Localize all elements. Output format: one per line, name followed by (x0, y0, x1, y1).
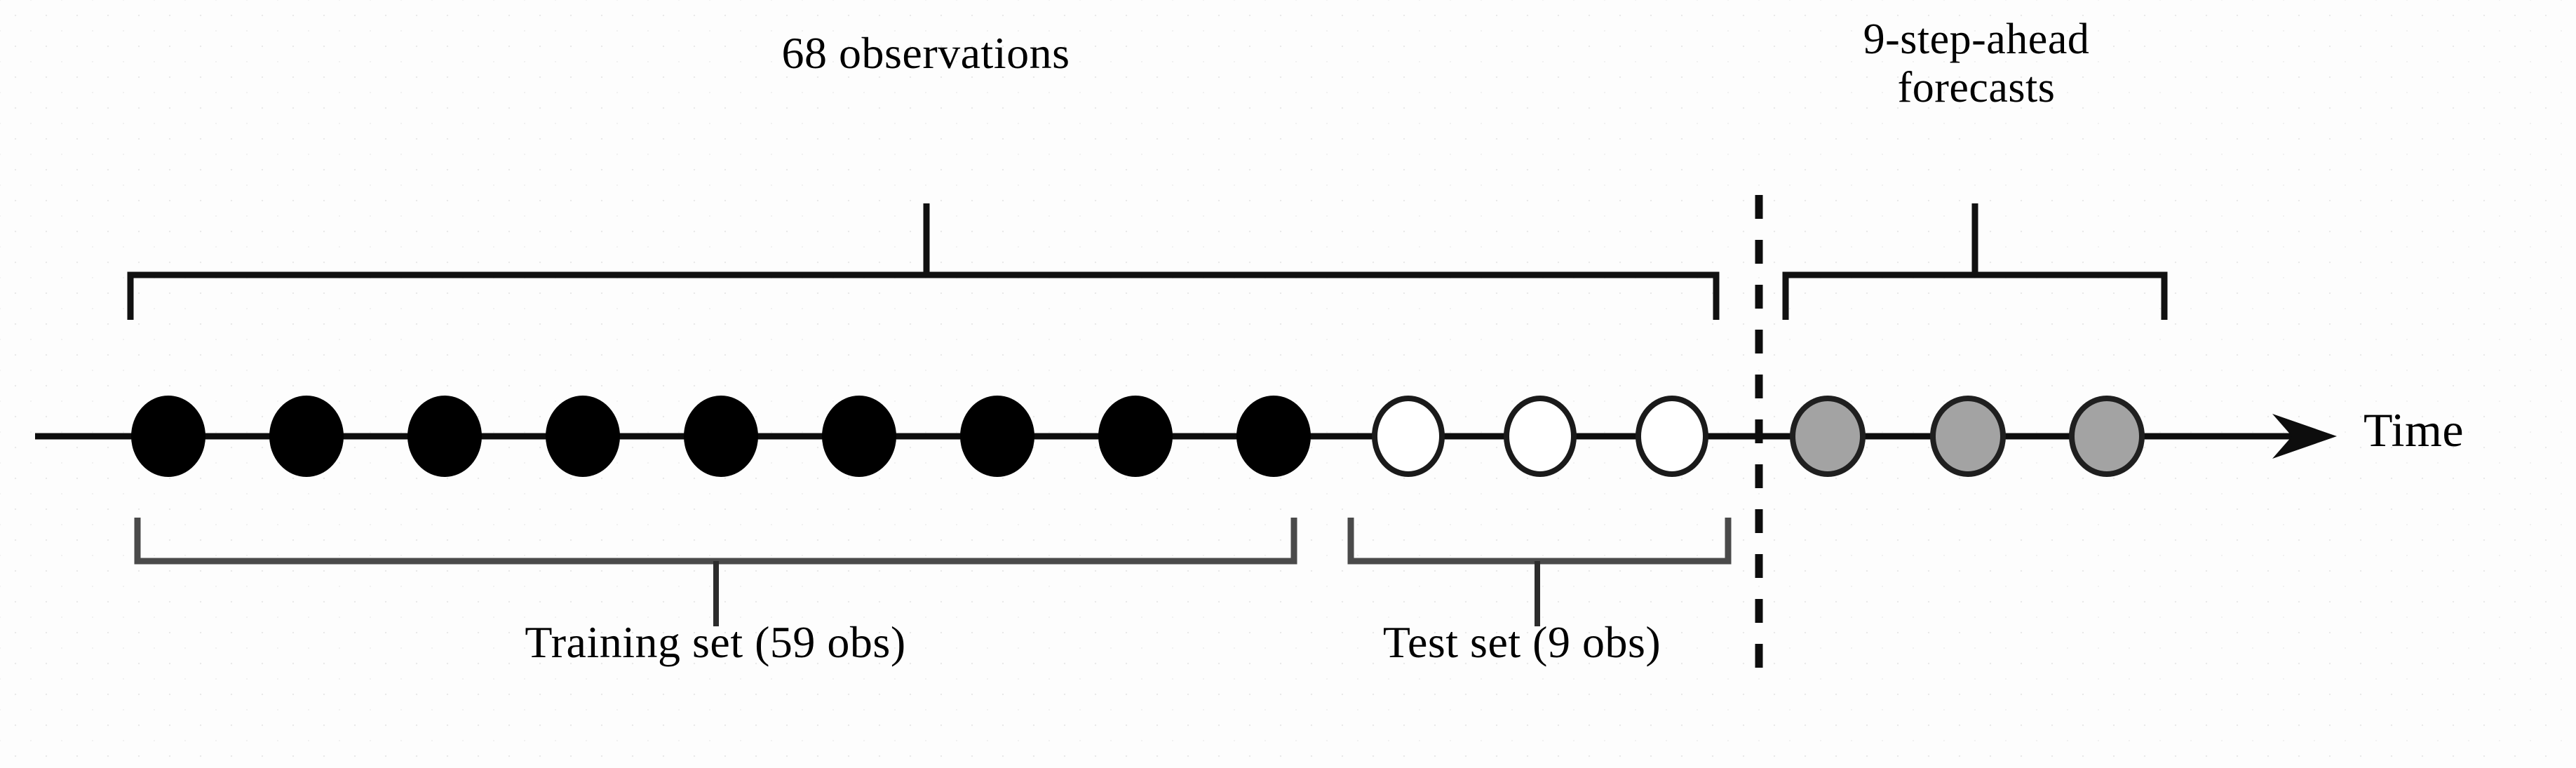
forecasts-bracket (1782, 203, 2168, 320)
forecast-horizon-label: 9-step-ahead forecasts (1787, 15, 2166, 113)
marker-observed-2 (269, 396, 344, 477)
marker-forecast-1 (1790, 396, 1866, 477)
marker-observed-6 (822, 396, 896, 477)
observations-bracket (127, 203, 1720, 320)
marker-observed-1 (131, 396, 205, 477)
test-set-bracket (1347, 518, 1732, 626)
forecast-horizon-label-line1: 9-step-ahead (1863, 15, 2090, 63)
marker-test-1 (1372, 396, 1445, 477)
marker-test-2 (1504, 396, 1577, 477)
marker-forecast-2 (1930, 396, 2006, 477)
marker-observed-8 (1098, 396, 1173, 477)
test-set-bracket-path (1347, 518, 1732, 565)
training-set-bracket (134, 518, 1297, 626)
observations-count-label: 68 observations (781, 28, 1070, 78)
marker-forecast-3 (2069, 396, 2145, 477)
training-set-bracket-path (134, 518, 1297, 565)
observed-markers-group (131, 396, 1311, 477)
observations-bracket-path (127, 271, 1720, 320)
forecasts-bracket-path (1782, 271, 2168, 320)
training-set-label: Training set (59 obs) (525, 617, 906, 667)
forecast-horizon-label-line2: forecasts (1897, 64, 2056, 112)
marker-test-3 (1636, 396, 1708, 477)
forecast-markers-group (1790, 396, 2145, 477)
marker-observed-4 (546, 396, 620, 477)
marker-observed-5 (684, 396, 758, 477)
test-markers-group (1372, 396, 1708, 477)
time-axis-label: Time (2363, 403, 2464, 457)
test-set-label: Test set (9 obs) (1382, 617, 1661, 667)
time-axis-arrowhead (2272, 414, 2337, 459)
marker-observed-7 (960, 396, 1034, 477)
marker-observed-3 (407, 396, 482, 477)
marker-observed-9 (1236, 396, 1311, 477)
